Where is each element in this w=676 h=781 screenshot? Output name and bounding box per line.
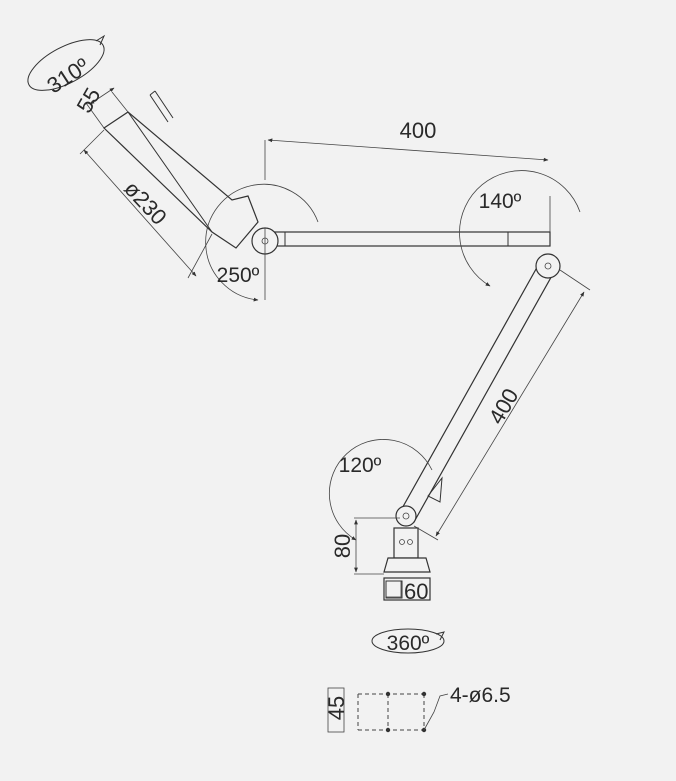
label-dim-sq45: 45: [324, 696, 349, 720]
square-symbol-60: [385, 580, 403, 599]
base-mount: [393, 527, 419, 559]
joint-base: [395, 505, 417, 527]
base-plate: [383, 577, 431, 601]
upper-arm: [205, 138, 551, 302]
label-angle-120: 120º: [339, 454, 382, 477]
lamp-head: [79, 87, 259, 279]
holes-leader: [423, 693, 449, 731]
hole-pattern: [327, 687, 449, 733]
head-handle: [149, 90, 174, 123]
sq45-frame: [327, 687, 345, 733]
rotation-head-mark: [27, 34, 106, 91]
base-flange: [383, 557, 431, 573]
label-dim-sq60: 60: [404, 579, 428, 604]
label-rot-base: 360º: [387, 632, 430, 655]
label-angle-140: 140º: [479, 190, 522, 213]
rotation-base-mark: [371, 628, 445, 654]
arc-250: [205, 183, 319, 302]
dim-400-diag-line: [435, 291, 585, 537]
head-housing: [103, 111, 259, 249]
lower-arm: [399, 170, 591, 541]
lower-arm-tube: [399, 261, 555, 523]
label-dim-80: 80: [330, 534, 355, 558]
label-dim-400-diag: 400: [483, 384, 523, 428]
base-assembly: [328, 439, 433, 601]
label-dim-400-top: 400: [400, 118, 437, 143]
label-dim-55: 55: [72, 83, 106, 117]
arc-140: [459, 170, 581, 287]
upper-arm-tube: [264, 231, 551, 247]
joint-elbow: [535, 253, 561, 279]
label-angle-250: 250º: [217, 264, 260, 287]
dim-400-top-line: [267, 138, 549, 162]
arc-120: [328, 439, 433, 541]
dim-55-line: [89, 87, 115, 105]
dim-230-line: [83, 149, 197, 277]
label-holes: 4-ø6.5: [450, 684, 511, 707]
